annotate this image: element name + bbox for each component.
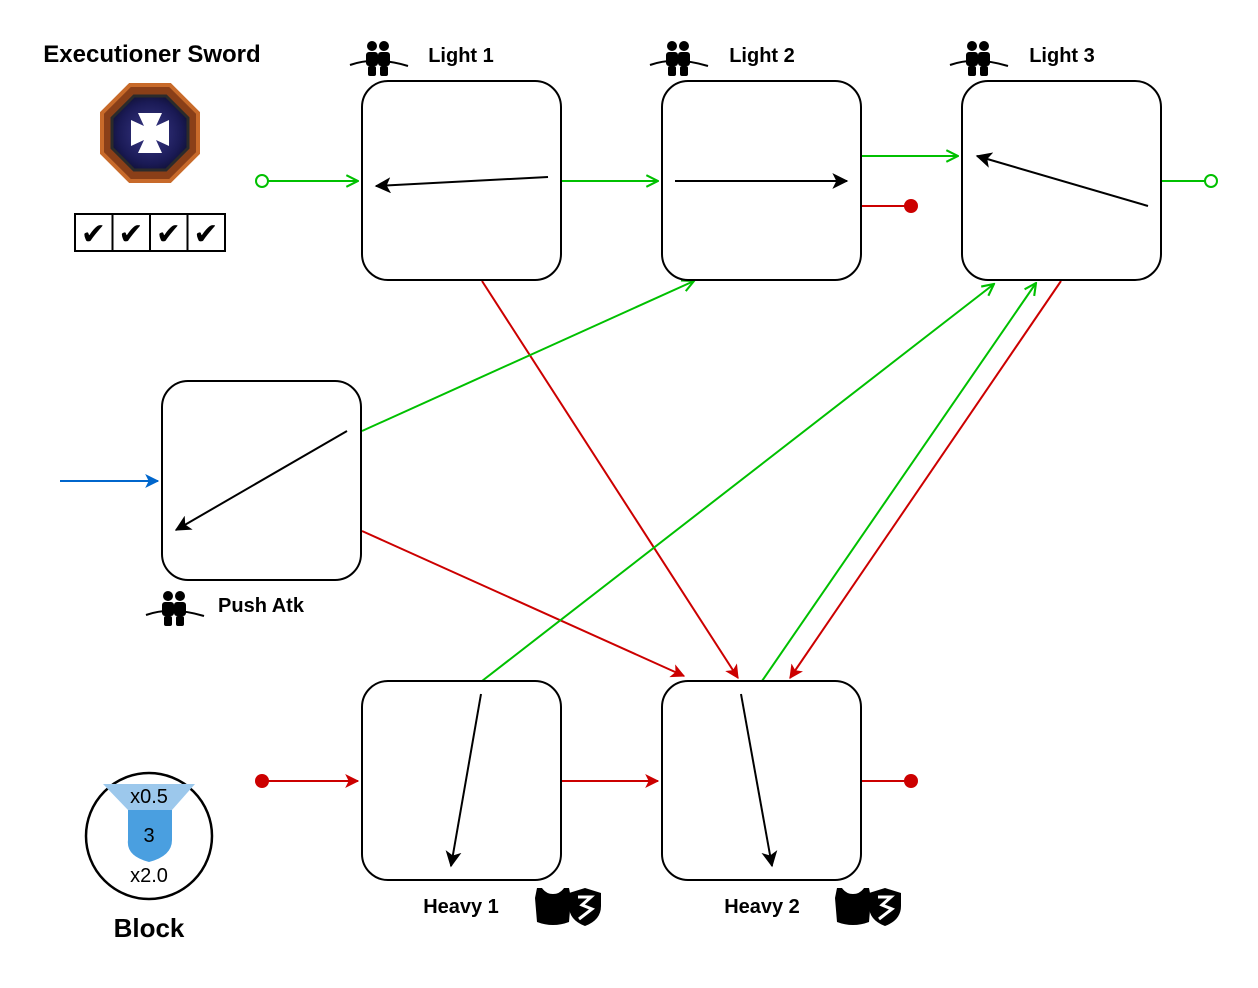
maltese-cross-octagon-icon	[100, 83, 200, 183]
block-badge: x0.5 3 x2.0	[84, 771, 214, 901]
attack-box-light3	[961, 80, 1162, 281]
broken-shield-icon	[869, 888, 901, 926]
swing-direction-arrow	[975, 152, 1149, 207]
start-node-light	[255, 174, 269, 188]
check-1: ✔	[81, 218, 106, 251]
attack-label-light3: Light 3	[1029, 45, 1095, 67]
edge-light1-heavy2	[481, 280, 739, 679]
block-top-multiplier: x0.5	[130, 786, 168, 808]
block-value: 3	[143, 825, 154, 847]
end-node-heavy2	[904, 774, 918, 788]
attack-label-light2: Light 2	[729, 45, 795, 67]
weapon-name: Executioner Sword	[43, 41, 260, 68]
edge-push-light2	[361, 281, 694, 432]
two-figures-swipe-icon	[649, 41, 709, 76]
two-figures-swipe-icon	[949, 41, 1009, 76]
end-node-light3	[1204, 174, 1218, 188]
armor-icon	[535, 888, 571, 925]
check-3: ✔	[156, 218, 181, 251]
swing-direction-arrow	[174, 430, 348, 531]
broken-shield-icon	[569, 888, 601, 926]
swing-direction-arrow	[445, 693, 482, 868]
block-bottom-multiplier: x2.0	[130, 865, 168, 887]
swing-direction-arrow	[374, 176, 549, 194]
attack-label-heavy2: Heavy 2	[724, 896, 800, 918]
edge-heavy2-light3	[761, 283, 1036, 682]
attack-label-heavy1: Heavy 1	[423, 896, 499, 918]
edge-heavy1-light3	[481, 284, 994, 682]
start-node-heavy	[255, 774, 269, 788]
attack-label-push: Push Atk	[218, 595, 305, 617]
block-title: Block	[114, 913, 185, 943]
edge-light3-heavy2	[789, 280, 1062, 679]
attack-box-heavy2	[661, 680, 862, 881]
end-node-light2	[904, 199, 918, 213]
check-2: ✔	[118, 218, 143, 251]
edge-push-heavy2	[361, 530, 686, 678]
armor-icon	[835, 888, 871, 925]
swing-direction-arrow	[740, 693, 778, 868]
attack-box-light2	[661, 80, 862, 281]
attack-box-heavy1	[361, 680, 562, 881]
checkbox-row: ✔ ✔ ✔ ✔	[74, 213, 226, 252]
attack-box-push	[161, 380, 362, 581]
attack-box-light1	[361, 80, 562, 281]
two-figures-swipe-icon	[145, 591, 205, 626]
check-4: ✔	[193, 218, 218, 251]
attack-label-light1: Light 1	[428, 45, 494, 67]
transitions	[60, 156, 1218, 788]
two-figures-swipe-icon	[349, 41, 409, 76]
